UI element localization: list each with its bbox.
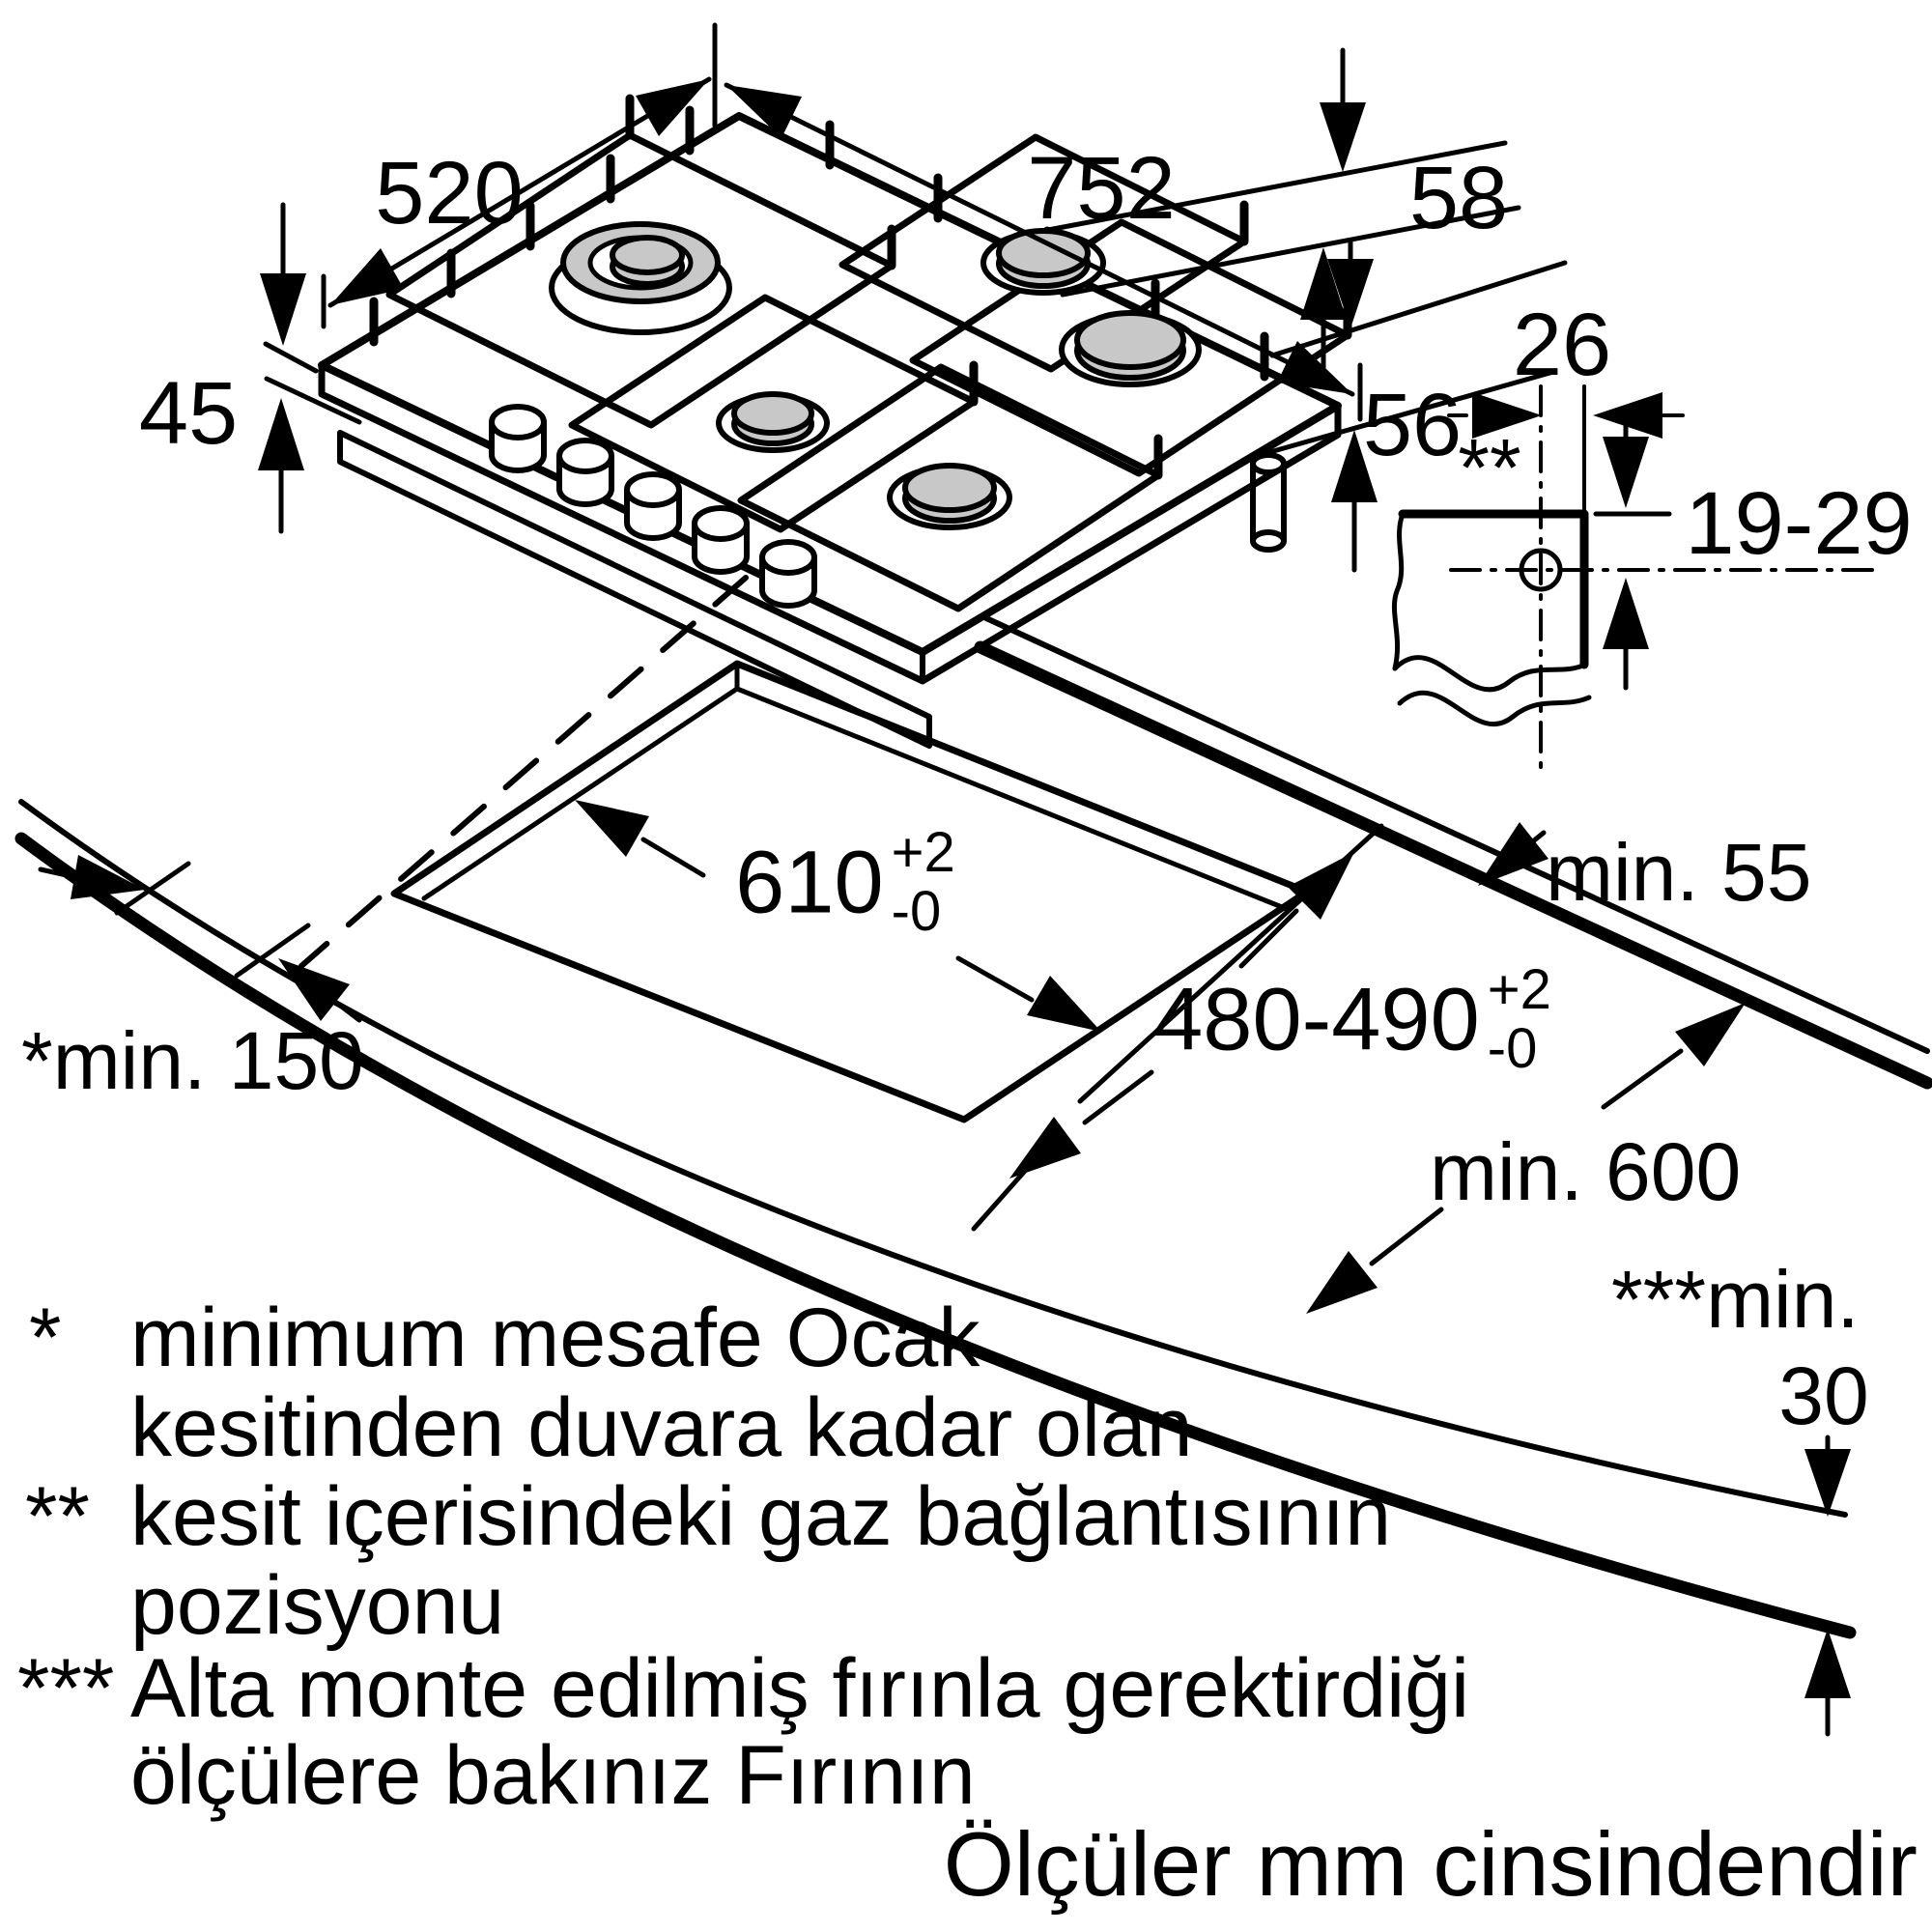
gas-connection-detail	[1391, 384, 1884, 770]
label-min-150: *min. 150	[21, 1020, 364, 1101]
hidden-edge-dashed-line	[298, 575, 749, 969]
footnote-1-line-1: minimum mesafe Ocak	[130, 1292, 980, 1384]
footnote-2-line-2: pozisyonu	[130, 1559, 505, 1652]
label-min-55: min. 55	[1546, 827, 1812, 918]
label-min-600: min. 600	[1430, 1126, 1742, 1217]
control-knobs	[489, 404, 817, 609]
cutout-width-minus-tol: -0	[891, 880, 942, 943]
hob-dimension-lines	[258, 22, 1568, 573]
dim-label-56: 56	[1362, 376, 1463, 474]
min-30-label: min.	[1706, 1254, 1860, 1345]
label-min-30-value: 30	[1778, 1350, 1869, 1441]
footnote-3-line-1: Alta monte edilmiş fırınla gerektirdiği	[130, 1642, 1470, 1735]
dim-label-19-29: 19-29	[1685, 474, 1913, 573]
cutout-width-plus-tol: +2	[891, 821, 955, 885]
label-min-30-text: ***min.	[1611, 1259, 1860, 1340]
gas-inlet-pipe	[1250, 452, 1287, 553]
dim-label-cutout-width: 610+2-0	[735, 823, 955, 948]
footnote-2-line-1: kesit içerisindeki gaz bağlantısının	[130, 1470, 1392, 1563]
units-note: Ölçüler mm cinsindendir	[943, 1813, 1918, 1915]
gas-conn-marker: **	[1458, 422, 1521, 513]
footnote-2-marker: **	[25, 1470, 90, 1563]
footnote-1-line-2: kesitinden duvara kadar olan	[130, 1381, 1193, 1474]
wok-burner	[549, 221, 732, 335]
worktop-dimension-lines	[38, 800, 1851, 1737]
cutout-depth-minus-tol: -0	[1487, 1017, 1538, 1080]
footnote-3-marker: ***	[17, 1642, 115, 1735]
cutout-width-value: 610	[735, 833, 884, 932]
min-30-marker: ***	[1611, 1254, 1707, 1345]
dim-label-26: 26	[1512, 296, 1612, 394]
dim-label-depth-520: 520	[375, 144, 524, 242]
footnote-1-marker: *	[29, 1292, 62, 1384]
burners	[716, 228, 1202, 530]
footnote-3-line-2: ölçülere bakınız Fırının	[130, 1729, 976, 1822]
min-150-marker: *	[21, 1015, 53, 1106]
cutout-opening	[390, 660, 1311, 1123]
dim-label-width-752: 752	[1027, 139, 1176, 238]
min-150-value: min. 150	[52, 1015, 364, 1106]
dim-label-height-45: 45	[138, 364, 239, 463]
dim-label-cutout-depth: 480-490+2-0	[1153, 960, 1551, 1085]
dim-label-58: 58	[1408, 149, 1509, 247]
worktop-drawing	[14, 575, 1932, 1639]
cutout-depth-plus-tol: +2	[1487, 958, 1551, 1022]
hob-isometric-drawing	[318, 94, 1352, 749]
cutout-depth-value: 480-490	[1153, 970, 1480, 1069]
